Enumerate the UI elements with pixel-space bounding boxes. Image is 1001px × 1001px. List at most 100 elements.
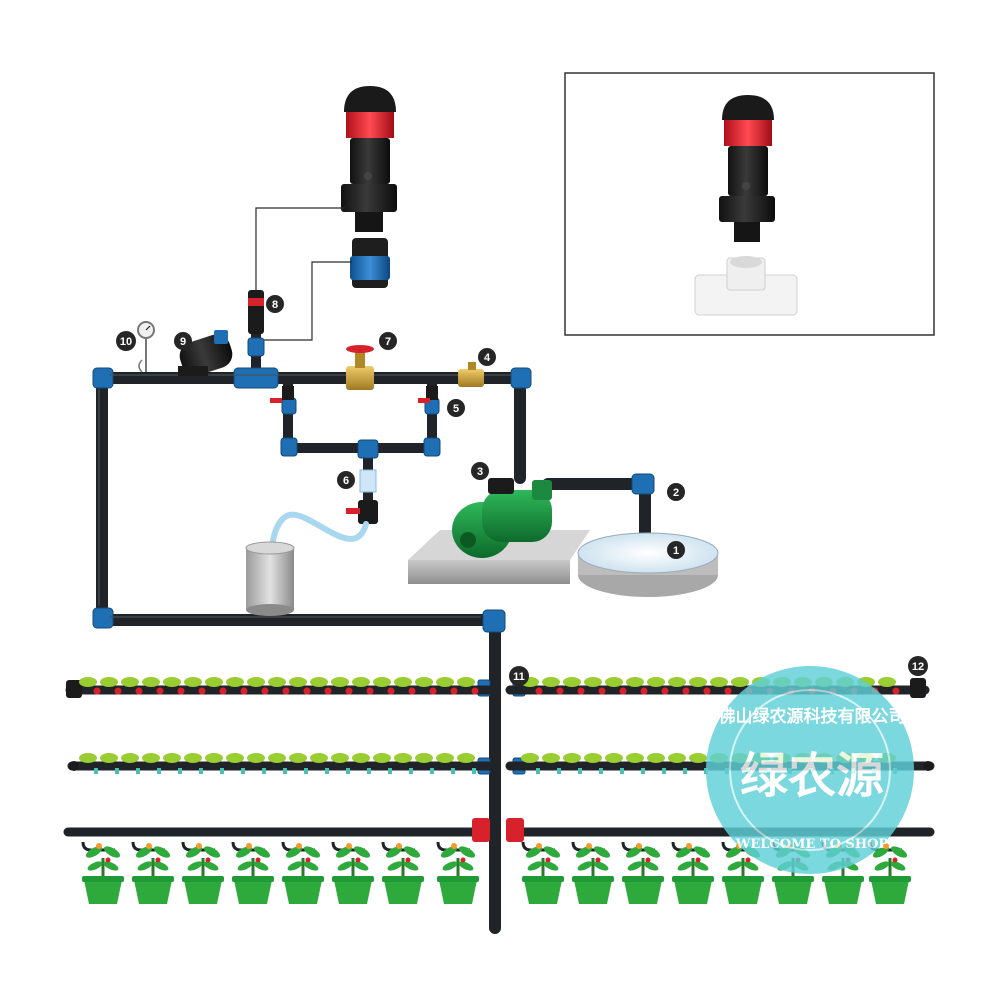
seedling-emitter [184,677,206,695]
seedling-emitter [226,677,248,695]
seedling-emitter [668,753,687,774]
callout-12: 12 [908,656,928,676]
seedling-emitter [163,753,182,774]
seedling-emitter [205,677,227,695]
air-vent-adapter [350,238,390,288]
water-pump [452,478,552,558]
seedling-emitter [878,677,900,695]
callout-11: 11 [509,666,529,686]
seedling-emitter [310,753,329,774]
watermark-company-name: 佛山绿农源科技有限公司 [718,706,906,727]
potted-plant [671,841,714,904]
seedling-emitter [626,677,648,695]
bypass-ball-valves [270,386,438,403]
seedling-emitter [289,753,308,774]
seedling-emitter [647,677,669,695]
seedling-emitter [394,677,416,695]
callout-4: 4 [478,348,496,366]
callout-2-label: 2 [673,487,679,499]
seedling-emitter [373,677,395,695]
seedling-emitter [710,677,732,695]
pressure-gauge [137,321,155,373]
callout-7: 7 [379,332,397,350]
seedling-emitter [310,677,332,695]
seedling-emitter [79,753,98,774]
seedling-emitter [268,677,290,695]
watermark-ring-text: WELCOME TO SHOP [735,837,889,852]
seedling-emitter [668,677,690,695]
seedling-emitter [605,677,627,695]
seedling-emitter [436,677,458,695]
seedling-emitter [563,677,585,695]
callout-2: 2 [667,483,685,501]
callout-9: 9 [174,332,192,350]
seedling-emitter [689,753,708,774]
seedling-emitter [457,753,476,774]
seedling-emitter [79,677,101,695]
potted-plant [381,841,424,904]
potted-plant [621,841,664,904]
seedling-emitter [415,677,437,695]
disc-filter [178,330,233,376]
inset-detail-box [564,72,935,336]
potted-plant [521,841,564,904]
check-valve [458,362,484,387]
seedling-emitter [247,677,269,695]
potted-plant [81,841,124,904]
seedling-emitter [647,753,666,774]
potted-plant [181,841,224,904]
seedling-emitter [394,753,413,774]
fertilizer-injector [269,469,378,551]
callout-5: 5 [447,399,465,417]
seedling-emitter [626,753,645,774]
water-pool [577,532,719,597]
callout-9-label: 9 [180,336,186,348]
air-vent-valve [341,86,397,232]
vent-riser-fitting [248,290,264,334]
row-plants [81,841,911,904]
seedling-emitter [268,753,287,774]
seedling-emitter [205,753,224,774]
seedling-emitter [100,753,119,774]
seedling-emitter [184,753,203,774]
seedling-emitter [352,677,374,695]
seedling-emitter [542,753,561,774]
seedling-emitter [226,753,245,774]
inset-air-vent-valve [719,95,775,242]
watermark-brand: 绿农源 [740,748,884,804]
pipe-highlights [98,374,511,618]
callout-10: 10 [116,331,136,351]
seedling-emitter [331,677,353,695]
seedling-emitter [142,677,164,695]
seedling-emitter [689,677,711,695]
callout-4-label: 4 [484,352,491,364]
seedling-emitter [542,677,564,695]
seedling-emitter [436,753,455,774]
potted-plant [131,841,174,904]
seedling-emitter [100,677,122,695]
callout-6: 6 [337,471,355,489]
seedling-emitter [584,677,606,695]
callout-8: 8 [266,295,284,313]
seedling-emitter [521,753,540,774]
callout-11-label: 11 [513,671,525,683]
fertilizer-bucket [245,541,295,616]
callout-6-label: 6 [343,475,349,487]
callout-3: 3 [471,462,489,480]
seedling-emitter [163,677,185,695]
seedling-emitter [605,753,624,774]
seedling-emitter [121,677,143,695]
seedling-emitter [142,753,161,774]
seedling-emitter [352,753,371,774]
seedling-emitter [331,753,350,774]
seedling-emitter [457,677,479,695]
potted-plant [571,841,614,904]
gate-valve [346,345,374,390]
callout-3-label: 3 [477,466,483,478]
seedling-emitter [563,753,582,774]
seedling-emitter [121,753,140,774]
callout-5-label: 5 [453,403,459,415]
inset-pipe-tee [694,256,798,316]
callout-8-label: 8 [272,299,278,311]
callout-10-label: 10 [120,336,132,348]
